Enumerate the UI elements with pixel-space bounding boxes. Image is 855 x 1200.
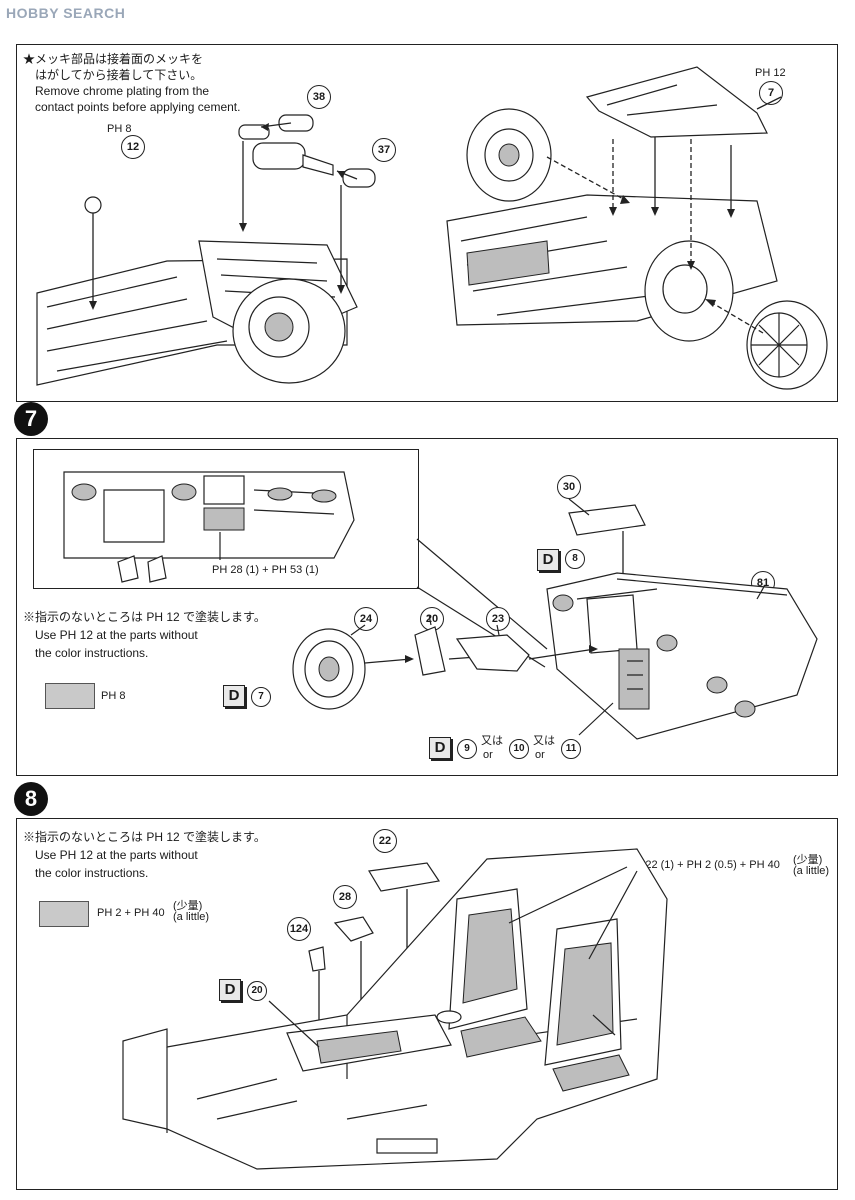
step-8-badge: 8: [14, 782, 48, 816]
part-28: 28: [333, 885, 357, 909]
dashboard-assembly-drawing: [292, 498, 818, 740]
swatch-mix-label: PH 2 + PH 40: [97, 907, 165, 919]
step7-note-en-1: Use PH 12 at the parts without: [35, 628, 198, 642]
paint-code-left: PH 8: [107, 123, 132, 135]
decal-9: 9: [457, 739, 477, 759]
or-en-2: or: [535, 749, 545, 761]
seat-paint-ja: (少量): [793, 854, 823, 866]
part-30: 30: [557, 475, 581, 499]
part-38: 38: [307, 85, 331, 109]
step7-note-en-2: the color instructions.: [35, 646, 149, 660]
step6-panel: ★メッキ部品は接着面のメッキを はがしてから接着して下さい。 Remove ch…: [16, 44, 838, 402]
decal-d-wheel: D: [223, 685, 245, 707]
step7-note-ja: ※指示のないところは PH 12 で塗装します。: [23, 610, 266, 624]
part-124: 124: [287, 917, 311, 941]
swatch-ph8-label: PH 8: [101, 690, 126, 702]
chrome-note-ja-1: ★メッキ部品は接着面のメッキを: [23, 52, 204, 66]
or-ja-2: 又は: [533, 735, 555, 747]
decal-20: 20: [247, 981, 267, 1001]
chrome-note-en-1: Remove chrome plating from the: [35, 84, 210, 98]
decal-7: 7: [251, 687, 271, 707]
exhaust-chassis-drawing: [36, 114, 376, 386]
decal-10: 10: [509, 739, 529, 759]
paint-swatch-ph2-ph40: [39, 901, 89, 927]
swatch-mix-ja: (少量): [173, 900, 203, 912]
part-37: 37: [372, 138, 396, 162]
or-en-1: or: [483, 749, 493, 761]
part-20: 20: [420, 607, 444, 631]
inset-paint-code: PH 28 (1) + PH 53 (1): [212, 564, 319, 576]
part-12: 12: [121, 135, 145, 159]
decal-8: 8: [565, 549, 585, 569]
part-22: 22: [373, 829, 397, 853]
decal-d-options: D: [429, 737, 451, 759]
chassis-wheels-drawing: [446, 66, 828, 390]
part-7: 7: [759, 81, 783, 105]
decal-d-console: D: [219, 979, 241, 1001]
swatch-mix-en: (a little): [173, 911, 210, 923]
step-7-badge: 7: [14, 402, 48, 436]
part-24: 24: [354, 607, 378, 631]
inset-detail: PH 28 (1) + PH 53 (1): [33, 449, 419, 589]
step8-note-en-2: the color instructions.: [35, 866, 149, 880]
chrome-note-en-2: contact points before applying cement.: [35, 100, 241, 114]
step8-note-en-1: Use PH 12 at the parts without: [35, 848, 198, 862]
paint-code-right: PH 12: [755, 67, 786, 79]
dashboard-inset-drawing: [63, 471, 355, 583]
interior-tub-drawing: [122, 848, 668, 1170]
paint-swatch-ph8: [45, 683, 95, 709]
or-ja-1: 又は: [481, 735, 503, 747]
chrome-note-ja-2: はがしてから接着して下さい。: [35, 68, 203, 82]
part-23: 23: [486, 607, 510, 631]
decal-11: 11: [561, 739, 581, 759]
decal-d-top: D: [537, 549, 559, 571]
step8-panel: ※指示のないところは PH 12 で塗装します。 Use PH 12 at th…: [16, 818, 838, 1190]
step7-panel: PH 28 (1) + PH 53 (1) ※指示のないところは PH 12 で…: [16, 438, 838, 776]
seat-paint-code: PH 22 (1) + PH 2 (0.5) + PH 40: [627, 859, 780, 871]
step8-note-ja: ※指示のないところは PH 12 で塗装します。: [23, 830, 266, 844]
seat-paint-en: (a little): [793, 865, 830, 877]
watermark: HOBBY SEARCH: [6, 5, 126, 21]
